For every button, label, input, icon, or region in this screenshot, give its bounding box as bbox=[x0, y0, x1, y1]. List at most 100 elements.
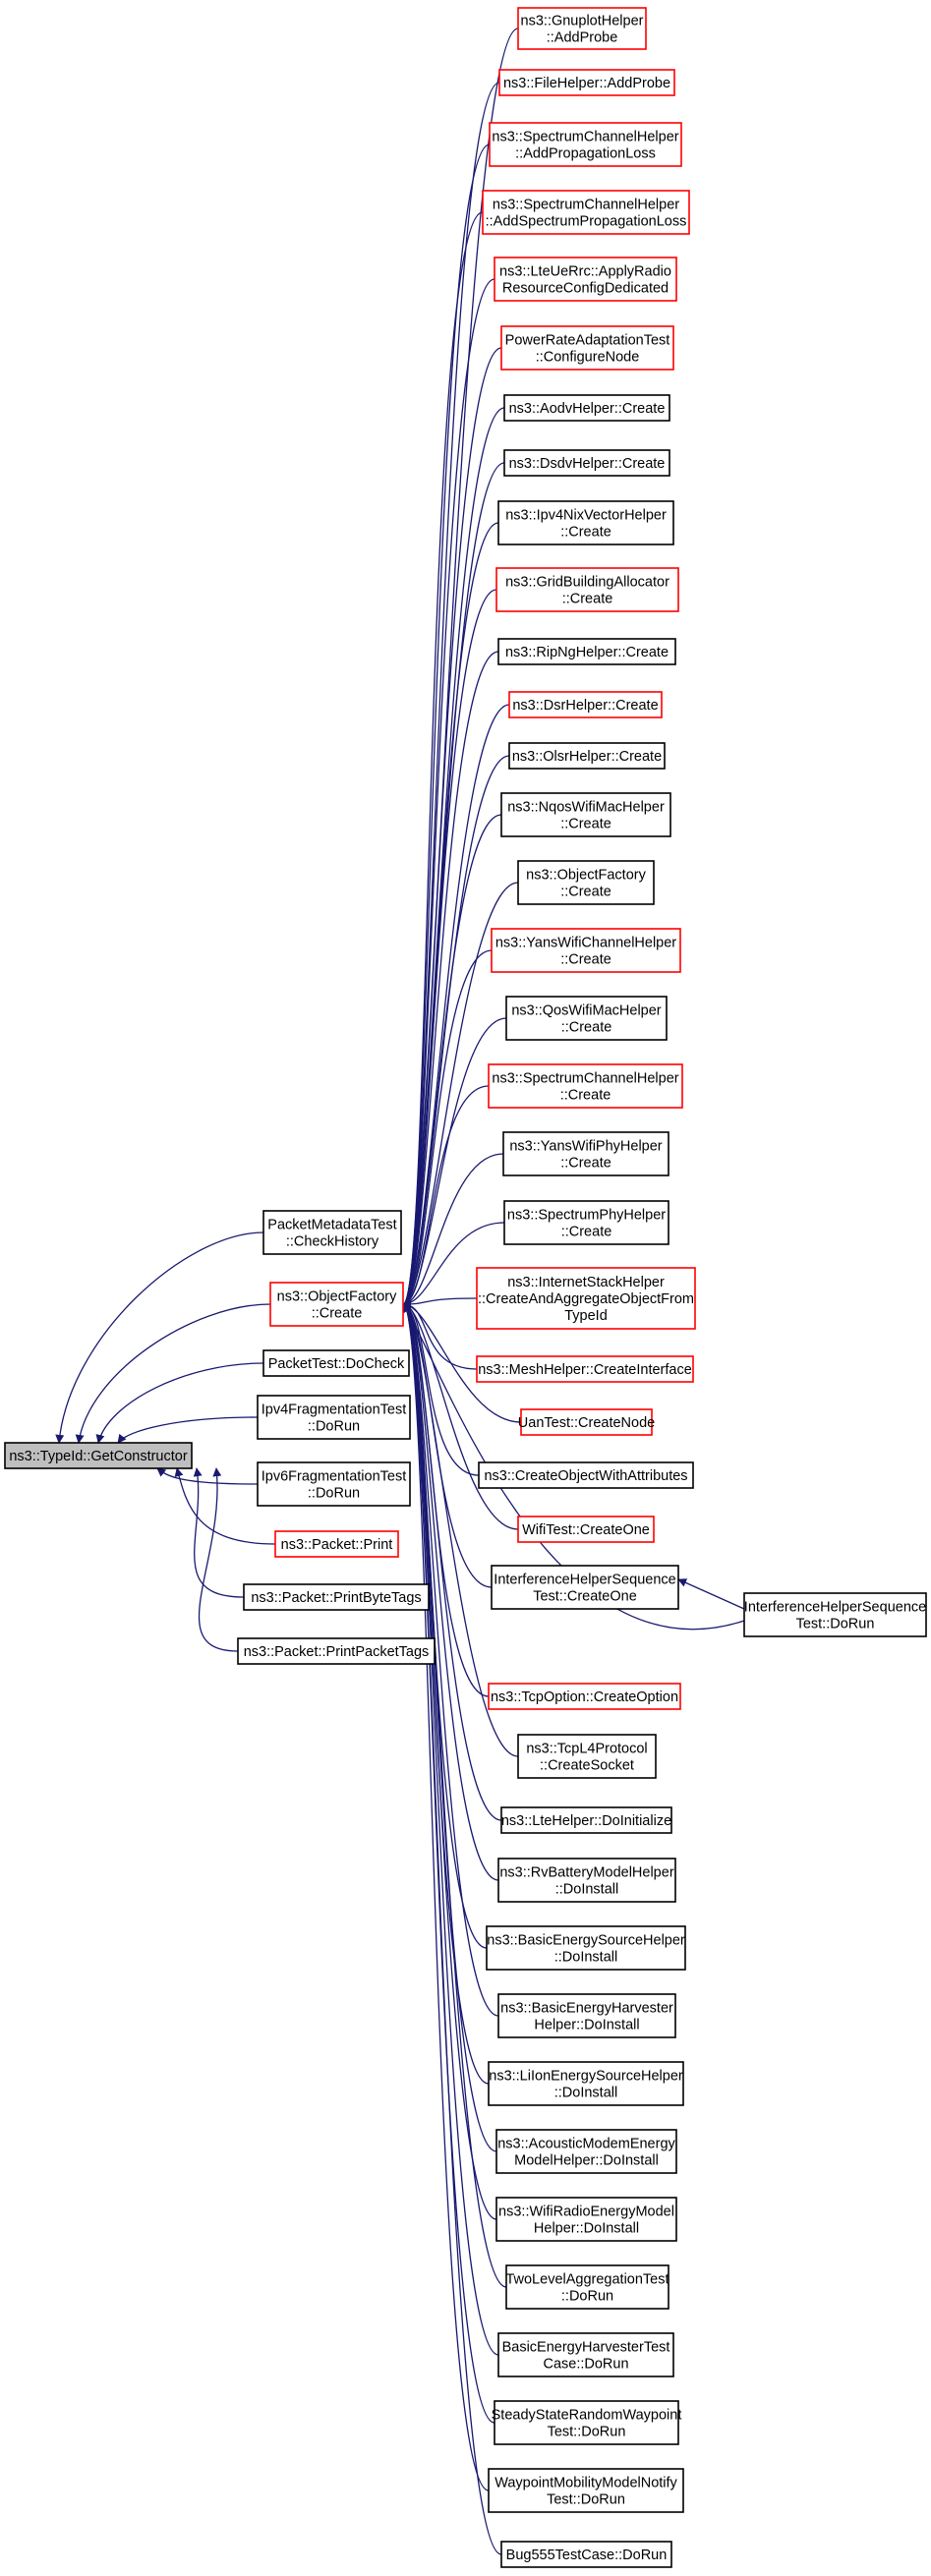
node-c-tcpl4[interactable]: ns3::TcpL4Protocol::CreateSocket bbox=[517, 1734, 657, 1779]
node-label: ns3::YansWifiPhyHelper bbox=[509, 1139, 662, 1155]
node-c-lteuerrc[interactable]: ns3::LteUeRrc::ApplyRadioResourceConfigD… bbox=[494, 257, 677, 302]
node-box bbox=[488, 1063, 683, 1109]
node-c-acousticmodem[interactable]: ns3::AcousticModemEnergyModelHelper::DoI… bbox=[495, 2129, 677, 2174]
node-c-aodv[interactable]: ns3::AodvHelper::Create bbox=[503, 394, 670, 422]
edge-pm_check_history-to-root bbox=[55, 1231, 264, 1444]
node-label: PacketTest::DoCheck bbox=[268, 1356, 405, 1372]
node-label: ns3::Packet::PrintPacketTags bbox=[244, 1644, 430, 1660]
node-label: ns3::ObjectFactory bbox=[526, 868, 646, 884]
node-c-bug555[interactable]: Bug555TestCase::DoRun bbox=[500, 2541, 672, 2568]
node-c-spectrumphy[interactable]: ns3::SpectrumPhyHelper::Create bbox=[503, 1200, 669, 1245]
node-c-powerrate[interactable]: PowerRateAdaptationTest::ConfigureNode bbox=[500, 325, 674, 371]
edge-packettest_docheck-to-root bbox=[95, 1362, 264, 1444]
node-c-yanswifichannel[interactable]: ns3::YansWifiChannelHelper::Create bbox=[491, 928, 681, 973]
node-box bbox=[262, 1349, 410, 1377]
node-packettest-docheck[interactable]: PacketTest::DoCheck bbox=[262, 1349, 410, 1377]
node-packet-print[interactable]: ns3::Packet::Print bbox=[274, 1530, 399, 1558]
node-label: Case::DoRun bbox=[543, 2357, 628, 2373]
node-c-dsdv[interactable]: ns3::DsdvHelper::Create bbox=[503, 449, 670, 477]
node-label: PacketMetadataTest bbox=[267, 1218, 396, 1233]
node-c-ripng[interactable]: ns3::RipNgHelper::Create bbox=[497, 638, 676, 665]
node-label: ns3::LteHelper::DoInitialize bbox=[501, 1813, 671, 1829]
node-label: ::DoRun bbox=[561, 2289, 613, 2305]
node-c-ltehelper[interactable]: ns3::LteHelper::DoInitialize bbox=[500, 1806, 672, 1834]
node-label: Bug555TestCase::DoRun bbox=[506, 2547, 668, 2563]
edge-c_wifitest-to-objectfactory-create bbox=[402, 1299, 519, 1530]
node-c-rvbattery[interactable]: ns3::RvBatteryModelHelper::DoInstall bbox=[497, 1858, 676, 1903]
node-label: ::Create bbox=[561, 1020, 612, 1036]
node-c-yanswifiphy[interactable]: ns3::YansWifiPhyHelper::Create bbox=[502, 1131, 669, 1176]
node-c-spectrum-addprop[interactable]: ns3::SpectrumChannelHelper::AddPropagati… bbox=[489, 122, 682, 167]
node-c-basicenergysource[interactable]: ns3::BasicEnergySourceHelper::DoInstall bbox=[486, 1925, 686, 1971]
node-label: ::DoRun bbox=[308, 1486, 360, 1502]
edge-c_waypointmobility-to-objectfactory-create bbox=[402, 1299, 490, 2491]
node-c-twolevelagg[interactable]: TwoLevelAggregationTest::DoRun bbox=[505, 2264, 669, 2310]
node-c-dsr[interactable]: ns3::DsrHelper::Create bbox=[508, 691, 663, 718]
node-c-objfactory[interactable]: ns3::ObjectFactory::Create bbox=[517, 860, 655, 905]
node-label: ::Create bbox=[560, 885, 611, 900]
node-label: InterferenceHelperSequence bbox=[494, 1573, 675, 1588]
node-label: ::DoInstall bbox=[554, 2086, 617, 2101]
node-box bbox=[494, 257, 677, 302]
node-label: ns3::SpectrumPhyHelper bbox=[507, 1208, 666, 1224]
node-c-createobjattr[interactable]: ns3::CreateObjectWithAttributes bbox=[478, 1461, 694, 1489]
node-label: ns3::TcpL4Protocol bbox=[526, 1742, 647, 1757]
node-label: ResourceConfigDedicated bbox=[502, 281, 669, 297]
node-root[interactable]: ns3::TypeId::GetConstructor bbox=[4, 1442, 193, 1469]
nodes: ns3::TypeId::GetConstructor PacketMetadat… bbox=[4, 7, 927, 2568]
node-c-olsr[interactable]: ns3::OlsrHelper::Create bbox=[508, 742, 666, 770]
node-c-spectrumchannel[interactable]: ns3::SpectrumChannelHelper::Create bbox=[488, 1063, 683, 1109]
node-c-uantest[interactable]: UanTest::CreateNode bbox=[518, 1408, 655, 1436]
node-c-filehelper[interactable]: ns3::FileHelper::AddProbe bbox=[498, 69, 675, 96]
node-c-gnuplot[interactable]: ns3::GnuplotHelper::AddProbe bbox=[517, 7, 647, 50]
edge-c_lteuerrc-to-objectfactory-create bbox=[402, 278, 495, 1309]
node-pm-check-history[interactable]: PacketMetadataTest::CheckHistory bbox=[262, 1210, 402, 1255]
node-box bbox=[257, 1461, 411, 1507]
node-c-nqoswifimac[interactable]: ns3::NqosWifiMacHelper::Create bbox=[500, 792, 671, 837]
node-c-interf-createone[interactable]: InterferenceHelperSequenceTest::CreateOn… bbox=[491, 1565, 679, 1610]
node-box bbox=[478, 1461, 694, 1489]
node-c-ipv4nix[interactable]: ns3::Ipv4NixVectorHelper::Create bbox=[497, 500, 674, 545]
node-c-gridbuilding[interactable]: ns3::GridBuildingAllocator::Create bbox=[495, 567, 679, 612]
node-c-wifiradioenergy[interactable]: ns3::WifiRadioEnergyModelHelper::DoInsta… bbox=[495, 2197, 677, 2242]
node-c-lilonenergy[interactable]: ns3::LiIonEnergySourceHelper::DoInstall bbox=[488, 2061, 684, 2106]
node-box bbox=[743, 1592, 927, 1637]
edge-interf-dorun-to-createone bbox=[677, 1578, 745, 1610]
node-c-meshhelper[interactable]: ns3::MeshHelper::CreateInterface bbox=[476, 1355, 694, 1383]
node-packet-printbytetags[interactable]: ns3::Packet::PrintByteTags bbox=[243, 1583, 430, 1611]
node-label: ns3::RipNgHelper::Create bbox=[505, 645, 669, 660]
node-box bbox=[495, 2129, 677, 2174]
node-ipv6frag-dorun[interactable]: Ipv6FragmentationTest::DoRun bbox=[257, 1461, 411, 1507]
edge-ipv4frag_dorun-to-root bbox=[117, 1416, 259, 1444]
node-objfactory-create[interactable]: ns3::ObjectFactory::Create bbox=[269, 1282, 404, 1327]
node-c-spectrum-addspecprop[interactable]: ns3::SpectrumChannelHelper::AddSpectrumP… bbox=[482, 190, 690, 235]
node-box bbox=[498, 69, 675, 96]
node-label: ns3::NqosWifiMacHelper bbox=[507, 800, 665, 816]
edge-c_spectrumphy-to-objectfactory-create bbox=[402, 1222, 505, 1309]
edge-c_yanswifichannel-to-objectfactory-create bbox=[402, 949, 493, 1309]
node-box bbox=[500, 325, 674, 371]
node-c-basicenergyharvester[interactable]: ns3::BasicEnergyHarvesterHelper::DoInsta… bbox=[497, 1993, 676, 2038]
node-ipv4frag-dorun[interactable]: Ipv4FragmentationTest::DoRun bbox=[257, 1395, 411, 1440]
node-label: ns3::SpectrumChannelHelper bbox=[492, 1071, 678, 1087]
node-c-qoswifimac[interactable]: ns3::QosWifiMacHelper::Create bbox=[505, 996, 668, 1041]
edge-c_basicenergyharvester-to-objectfactory-create bbox=[402, 1299, 499, 2017]
node-label: ns3::SpectrumChannelHelper bbox=[493, 198, 679, 213]
node-label: ::CheckHistory bbox=[286, 1234, 379, 1250]
node-c-tcpoption[interactable]: ns3::TcpOption::CreateOption bbox=[488, 1683, 681, 1710]
node-packet-printpackettags[interactable]: ns3::Packet::PrintPacketTags bbox=[237, 1637, 436, 1665]
node-label: ModelHelper::DoInstall bbox=[514, 2153, 659, 2169]
node-label: ns3::DsrHelper::Create bbox=[512, 698, 658, 714]
node-c-internetstack[interactable]: ns3::InternetStackHelper::CreateAndAggre… bbox=[476, 1267, 696, 1330]
node-box bbox=[503, 449, 670, 477]
node-c-wifitest[interactable]: WifiTest::CreateOne bbox=[517, 1516, 655, 1543]
node-box bbox=[488, 1683, 681, 1710]
node-box bbox=[488, 2468, 684, 2513]
edge-c_filehelper-to-objectfactory-create bbox=[402, 82, 500, 1309]
node-box bbox=[486, 1925, 686, 1971]
node-box bbox=[500, 1806, 672, 1834]
